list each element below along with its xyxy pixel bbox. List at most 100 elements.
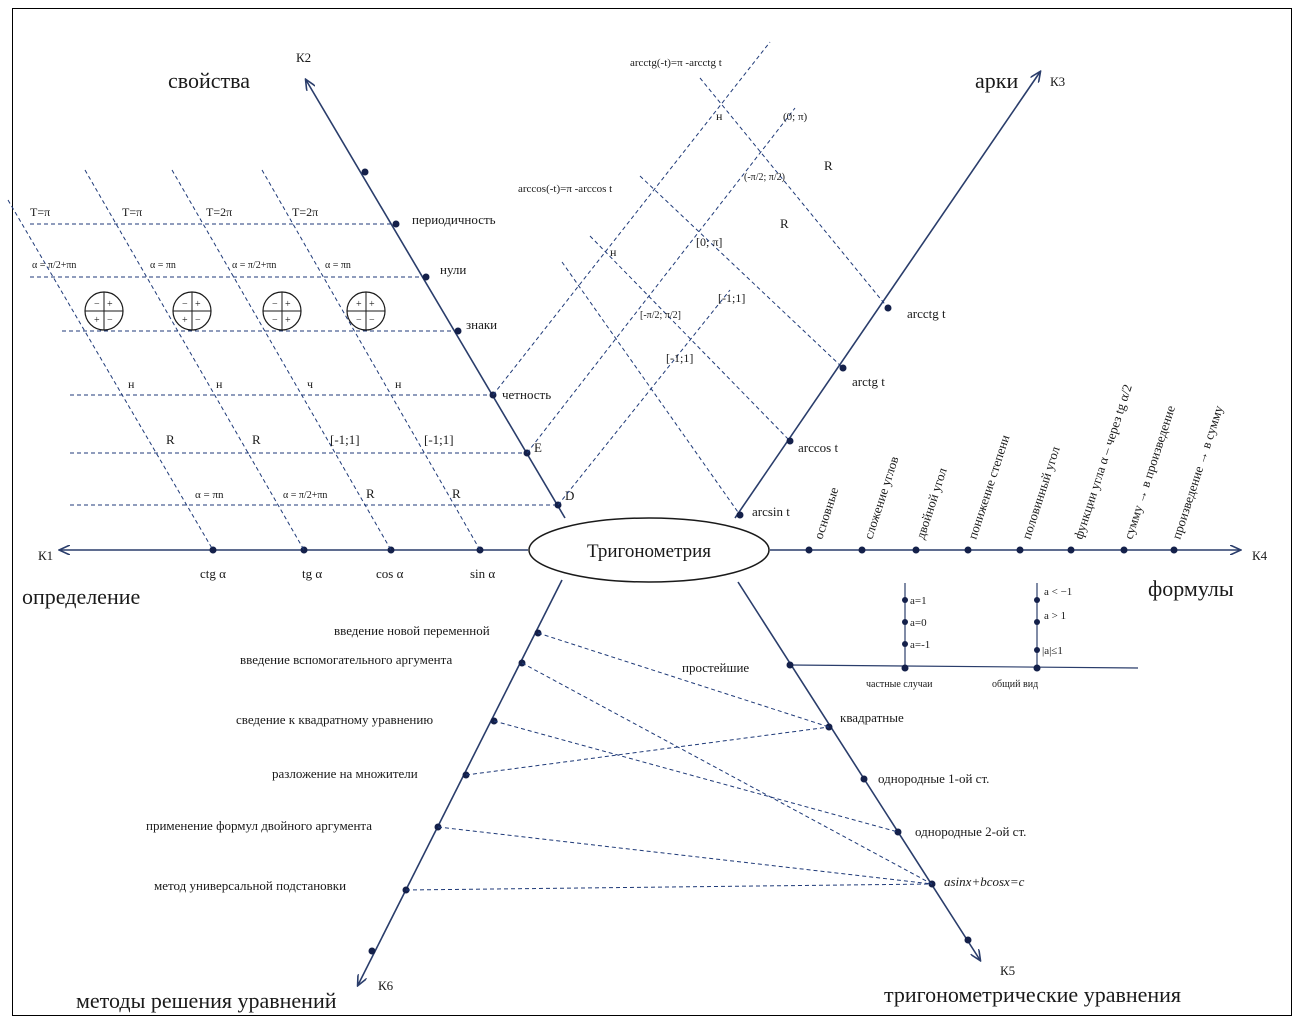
svg-text:−: −: [195, 315, 201, 326]
formula-basic: основные: [811, 485, 842, 541]
arccos-odd: н: [610, 245, 617, 259]
formula-power-reduction: понижение степени: [965, 433, 1013, 541]
arctg-domain: R: [780, 216, 789, 231]
k5-id: К5: [1000, 963, 1015, 978]
method-universal-substitution: метод универсальной подстановки: [154, 878, 346, 893]
general-label: общий вид: [992, 679, 1038, 690]
domain-ctg: α = πn: [195, 489, 224, 501]
zero-sin: α = πn: [325, 260, 351, 271]
k4-points: основные сложение углов двойной угол пон…: [805, 382, 1227, 554]
arcsin-domain: [-1;1]: [666, 351, 693, 365]
sign-circle-tg: −+ +−: [172, 291, 212, 331]
k5-point-homog2: однородные 2-ой ст.: [915, 824, 1026, 839]
arccos-range: [0; π]: [696, 235, 722, 249]
k3-point-arcsin: arcsin t: [752, 504, 790, 519]
range-ctg: R: [166, 432, 175, 447]
parity-tg: н: [216, 377, 223, 391]
range-tg: R: [252, 432, 261, 447]
k5-point-homog1: однородные 1-ой ст.: [878, 771, 989, 786]
domain-cos: R: [366, 486, 375, 501]
k3-title: арки: [975, 68, 1018, 93]
arctg-range: (-π/2; π/2): [744, 172, 785, 183]
k6-points: введение новой переменной введение вспом…: [146, 623, 542, 955]
k4-title: формулы: [1148, 576, 1234, 601]
k5-points: простейшие квадратные однородные 1-ой ст…: [682, 660, 1026, 944]
formula-sum-to-product: сумму → в произведение: [1121, 403, 1178, 541]
k1-id: К1: [38, 548, 53, 563]
period-sin: T=2π: [292, 205, 318, 219]
k2-grid: [7, 169, 558, 551]
svg-text:−: −: [272, 315, 278, 326]
sign-circle-sin: + + −−: [346, 291, 386, 331]
zero-ctg: α = π/2+πn: [32, 260, 76, 271]
formula-product-to-sum: произведение → в сумму: [1169, 403, 1227, 541]
k5-point-linear-combo: asinx+bcosx=c: [944, 874, 1025, 889]
special-case-0: a=0: [910, 617, 927, 629]
parity-cos: ч: [307, 377, 313, 391]
k2-point-zeros: нули: [440, 262, 466, 277]
k1-dot: [476, 546, 484, 554]
k2-points: периодичность нули знаки четность E D: [361, 168, 574, 509]
k5-point-quadratic: квадратные: [840, 710, 904, 725]
svg-text:−: −: [369, 315, 375, 326]
k3-grid-labels: arcctg(-t)=π -arcctg t arccos(-t)=π -arc…: [518, 57, 833, 365]
k5-point-simplest: простейшие: [682, 660, 749, 675]
arcctg-range: (0; π): [783, 111, 808, 123]
k2-title: свойства: [168, 68, 250, 93]
svg-text:+: +: [356, 299, 362, 310]
formula-double-angle: двойной угол: [913, 465, 950, 541]
period-ctg: T=π: [30, 205, 50, 219]
svg-text:+: +: [369, 299, 375, 310]
period-tg: T=π: [122, 205, 142, 219]
special-case-neg1: a=-1: [910, 639, 930, 651]
axis-k6: [358, 579, 563, 985]
range-sin: [-1;1]: [424, 432, 454, 447]
general-case-gt: a > 1: [1044, 610, 1066, 622]
method-auxiliary-argument: введение вспомогательного аргумента: [240, 652, 452, 667]
method-equation-links: [405, 632, 933, 891]
simplest-branch: [789, 664, 1139, 669]
sign-circle-ctg: −+ +−: [84, 291, 124, 331]
arcctg-odd: н: [716, 109, 723, 123]
arcsin-range: [-π/2; π/2]: [640, 310, 681, 321]
svg-text:−: −: [94, 299, 100, 310]
period-cos: T=2π: [206, 205, 232, 219]
arccos-identity: arccos(-t)=π -arccos t: [518, 183, 612, 195]
center-label: Тригонометрия: [587, 541, 711, 562]
svg-text:−: −: [272, 299, 278, 310]
k3-id: К3: [1050, 74, 1065, 89]
k6-title: методы решения уравнений: [76, 988, 337, 1013]
parity-sin: н: [395, 377, 402, 391]
method-factorization: разложение на множители: [272, 766, 418, 781]
center-ellipse: [528, 517, 770, 583]
k2-point-periodicity: периодичность: [412, 212, 496, 227]
k3-points: arcsin t arccos t arctg t arcctg t: [736, 304, 946, 519]
k3-grid: [492, 41, 889, 516]
diagram-frame: [12, 8, 1292, 1016]
formula-half-angle: половинный угол: [1019, 444, 1063, 541]
general-case-abs: |a|≤1: [1042, 645, 1063, 657]
k5-title: тригонометрические уравнения: [884, 982, 1181, 1007]
k2-id: К2: [296, 50, 311, 65]
sign-circle-cos: −+ −+: [262, 291, 302, 331]
svg-text:−: −: [356, 315, 362, 326]
formula-addition: сложение углов: [861, 454, 902, 541]
domain-sin: R: [452, 486, 461, 501]
method-double-argument: применение формул двойного аргумента: [146, 818, 372, 833]
k3-point-arcctg: arcctg t: [907, 306, 946, 321]
method-new-variable: введение новой переменной: [334, 623, 490, 638]
arccos-domain: [-1;1]: [718, 291, 745, 305]
svg-text:+: +: [182, 315, 188, 326]
axis-k3: [734, 72, 1040, 519]
k3-point-arctg: arctg t: [852, 374, 885, 389]
formula-tan-half: функции угла α – через tg α/2: [1071, 382, 1135, 541]
k2-point-E: E: [534, 440, 542, 455]
svg-text:−: −: [107, 315, 113, 326]
zero-tg: α = πn: [150, 260, 176, 271]
special-cases-label: частные случаи: [866, 679, 933, 690]
k1-point-ctg: ctg α: [200, 566, 226, 581]
method-quadratic-reduction: сведение к квадратному уравнению: [236, 712, 433, 727]
parity-ctg: н: [128, 377, 135, 391]
k1-dot: [387, 546, 395, 554]
